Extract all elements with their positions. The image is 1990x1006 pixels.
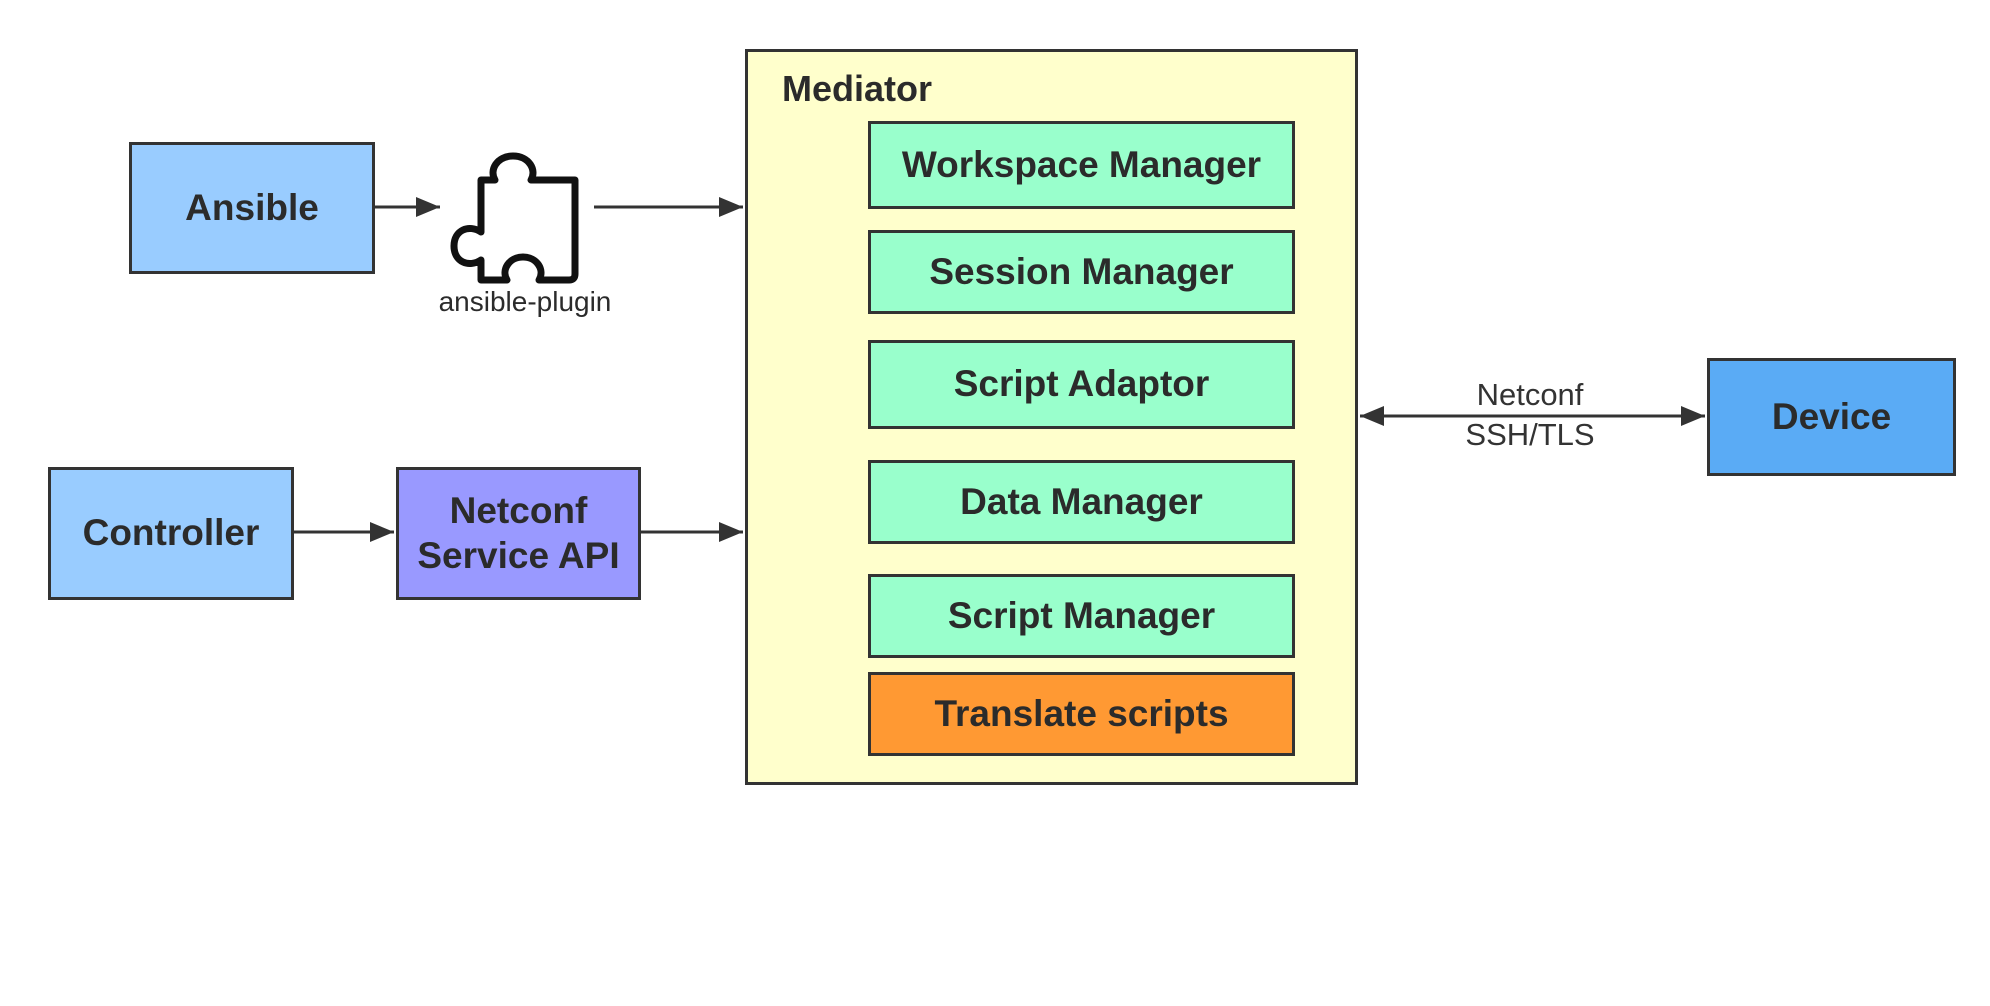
module-label: Script Adaptor [953, 363, 1210, 405]
link-label-line1: Netconf [1476, 377, 1584, 412]
netconf-link-label: Netconf SSH/TLS [1410, 375, 1650, 455]
device-box: Device [1707, 358, 1956, 476]
module-label: Session Manager [929, 250, 1234, 292]
ansible-box: Ansible [129, 142, 375, 274]
module-workspace-manager: Workspace Manager [868, 121, 1295, 209]
ansible-plugin-label: ansible-plugin [438, 286, 612, 317]
link-label-line2: SSH/TLS [1465, 417, 1595, 452]
module-translate-scripts: Translate scripts [868, 672, 1295, 756]
module-label: Workspace Manager [901, 143, 1262, 185]
module-script-manager: Script Manager [868, 574, 1295, 658]
netconf-service-api-box: Netconf Service API [396, 467, 641, 600]
controller-box: Controller [48, 467, 294, 600]
device-label: Device [1771, 395, 1892, 437]
module-label: Data Manager [960, 480, 1203, 522]
controller-label: Controller [82, 512, 260, 554]
module-data-manager: Data Manager [868, 460, 1295, 544]
module-label: Script Manager [947, 594, 1216, 636]
module-script-adaptor: Script Adaptor [868, 340, 1295, 429]
puzzle-piece-icon [450, 152, 579, 284]
module-label: Translate scripts [934, 692, 1229, 734]
ansible-label: Ansible [185, 186, 319, 228]
netconf-api-label-line1: Netconf [449, 490, 588, 532]
mediator-title: Mediator [782, 68, 933, 109]
module-session-manager: Session Manager [868, 230, 1295, 314]
netconf-api-label-line2: Service API [417, 534, 620, 576]
